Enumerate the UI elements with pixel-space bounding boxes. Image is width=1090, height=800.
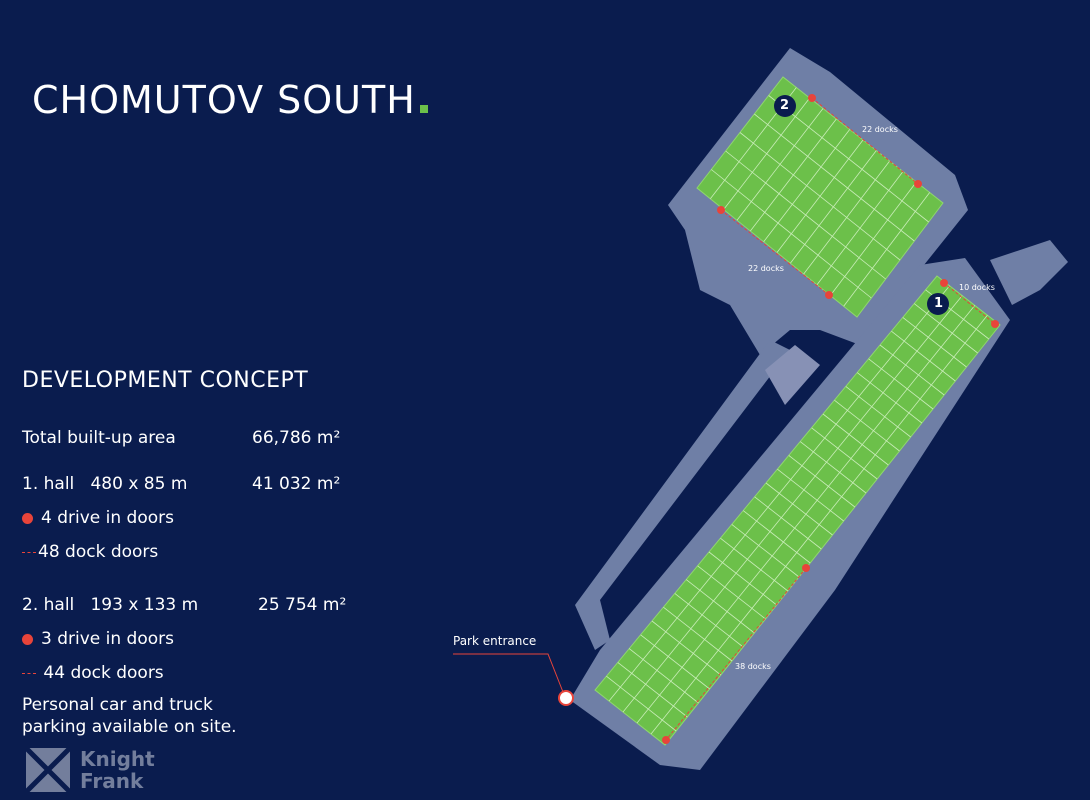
hall2-drive: 3 drive in doors	[22, 629, 174, 649]
hall1-number-badge	[927, 293, 949, 315]
logo-line2: Frank	[80, 769, 144, 793]
grid-line	[736, 108, 824, 221]
docks-label: 22 docks	[748, 264, 784, 273]
grid-line	[640, 634, 710, 690]
grid-line	[891, 330, 956, 382]
grid-line	[608, 285, 950, 702]
dock-line-icon	[22, 672, 36, 674]
grid-line	[731, 524, 800, 578]
hall2-drive-text: 3 drive in doors	[41, 629, 174, 649]
hall2-value: 25 754 m²	[258, 595, 347, 615]
logo-mark-icon	[26, 748, 70, 792]
hall2-dock-text: 44 dock doors	[43, 663, 164, 683]
dock-line	[811, 97, 919, 185]
grid-line	[834, 399, 900, 452]
access-road	[575, 340, 790, 650]
grid-line	[776, 139, 864, 253]
grid-line	[790, 150, 877, 264]
grid-line	[720, 537, 789, 592]
total-value: 66,786 m²	[252, 428, 341, 448]
grid-line	[843, 192, 930, 307]
docks-label: 10 docks	[959, 283, 995, 292]
grid-line	[750, 118, 837, 232]
total-label: Total built-up area	[22, 428, 176, 448]
hall2-label: 2. hall 193 x 133 m	[22, 595, 199, 615]
hall2-number-badge	[774, 95, 796, 117]
docks-label: 22 docks	[862, 125, 898, 134]
grid-line	[697, 565, 766, 620]
drive-door-markers	[662, 94, 999, 744]
grid-line	[913, 303, 978, 354]
grid-line	[765, 482, 833, 536]
grid-line	[617, 662, 688, 718]
hall1-drive: 4 drive in doors	[22, 508, 174, 528]
grid-line	[822, 413, 889, 466]
grid-line	[830, 181, 917, 296]
park-entrance-label: Park entrance	[453, 634, 537, 648]
grid-line	[606, 675, 677, 732]
grid-line	[879, 344, 945, 396]
grid-line	[816, 171, 904, 285]
hall2-dock: 44 dock doors	[22, 663, 164, 683]
grid-line	[628, 648, 699, 704]
dock-line-icon	[22, 551, 36, 553]
grid-line	[845, 386, 911, 438]
hall1-dock: 48 dock doors	[22, 542, 158, 562]
grid-line	[811, 427, 878, 480]
grid-line	[708, 551, 777, 606]
park-entrance-marker	[558, 690, 574, 706]
grid-line	[685, 579, 755, 634]
logo-line1: Knight	[80, 747, 155, 771]
hall1-number: 1	[934, 296, 944, 311]
grid-line	[754, 496, 822, 550]
page-title: CHOMUTOV SOUTH	[32, 78, 428, 122]
grid-line	[650, 314, 988, 735]
grid-line	[742, 510, 811, 564]
title-text: CHOMUTOV SOUTH	[32, 78, 416, 122]
hall1-drive-text: 4 drive in doors	[41, 508, 174, 528]
grid-line	[674, 593, 744, 648]
grid-line	[799, 441, 867, 494]
grid-line	[636, 305, 976, 724]
hall1-dock-text: 48 dock doors	[38, 542, 159, 562]
grid-line	[788, 455, 856, 508]
section-title: DEVELOPMENT CONCEPT	[22, 368, 309, 393]
dock-line	[665, 567, 807, 741]
parking-area	[765, 345, 820, 405]
hall1-label: 1. hall 480 x 85 m	[22, 474, 188, 494]
grid-line	[856, 372, 923, 424]
hall1-value: 41 032 m²	[252, 474, 341, 494]
grid-line	[651, 620, 722, 676]
parking-area	[990, 240, 1068, 305]
parking-note: Personal car and truck parking available…	[22, 695, 237, 737]
dock-line	[943, 282, 996, 325]
accent-dot	[419, 105, 428, 113]
grid-line	[622, 295, 963, 713]
grid-line	[868, 358, 934, 410]
hall2-number: 2	[780, 98, 790, 113]
grid-line	[663, 606, 733, 662]
grid-line	[777, 468, 844, 522]
grid-line	[803, 160, 890, 275]
dock-line	[720, 209, 830, 296]
hall-grid	[606, 87, 990, 735]
entrance-pointer	[453, 653, 564, 693]
grid-line	[902, 317, 967, 368]
drive-door-marker-icon	[22, 512, 33, 524]
drive-door-marker-icon	[22, 633, 33, 645]
docks-label: 38 docks	[735, 662, 771, 671]
grid-line	[763, 129, 850, 242]
grid-line	[723, 97, 810, 210]
